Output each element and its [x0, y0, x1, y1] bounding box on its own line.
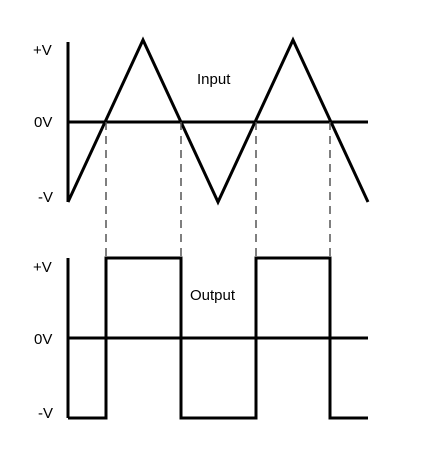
output-title: Output [190, 287, 236, 304]
input-label-zero: 0V [34, 114, 52, 131]
transition-guides [105, 122, 331, 257]
input-triangle-wave [66, 36, 370, 206]
output-plot: +V 0V -V Output [33, 256, 368, 422]
input-plot: +V 0V -V Input [33, 36, 370, 206]
output-label-neg: -V [38, 405, 53, 422]
input-label-pos: +V [33, 42, 52, 59]
input-label-neg: -V [38, 189, 53, 206]
input-title: Input [197, 71, 231, 88]
output-square-wave [68, 256, 368, 420]
output-label-zero: 0V [34, 331, 52, 348]
output-label-pos: +V [33, 259, 52, 276]
